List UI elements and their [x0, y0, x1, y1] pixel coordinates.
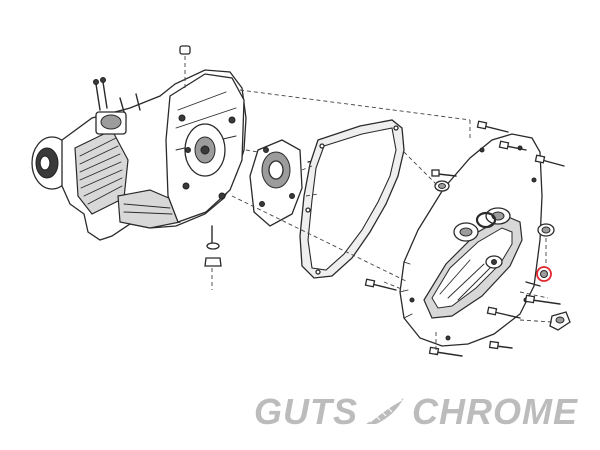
guts-chrome-logo: GUTS CHROME — [253, 391, 578, 432]
logo-word-guts: GUTS — [253, 391, 358, 432]
engine-crankcase — [31, 45, 247, 267]
primary-cover — [399, 133, 571, 347]
feather-icon — [366, 398, 404, 424]
logo-word-chrome: CHROME — [412, 391, 578, 432]
primary-cover-gasket — [299, 119, 405, 279]
assembly-guide-lines — [211, 89, 553, 354]
inner-primary-plate — [249, 139, 321, 227]
cover-screws — [364, 120, 565, 357]
